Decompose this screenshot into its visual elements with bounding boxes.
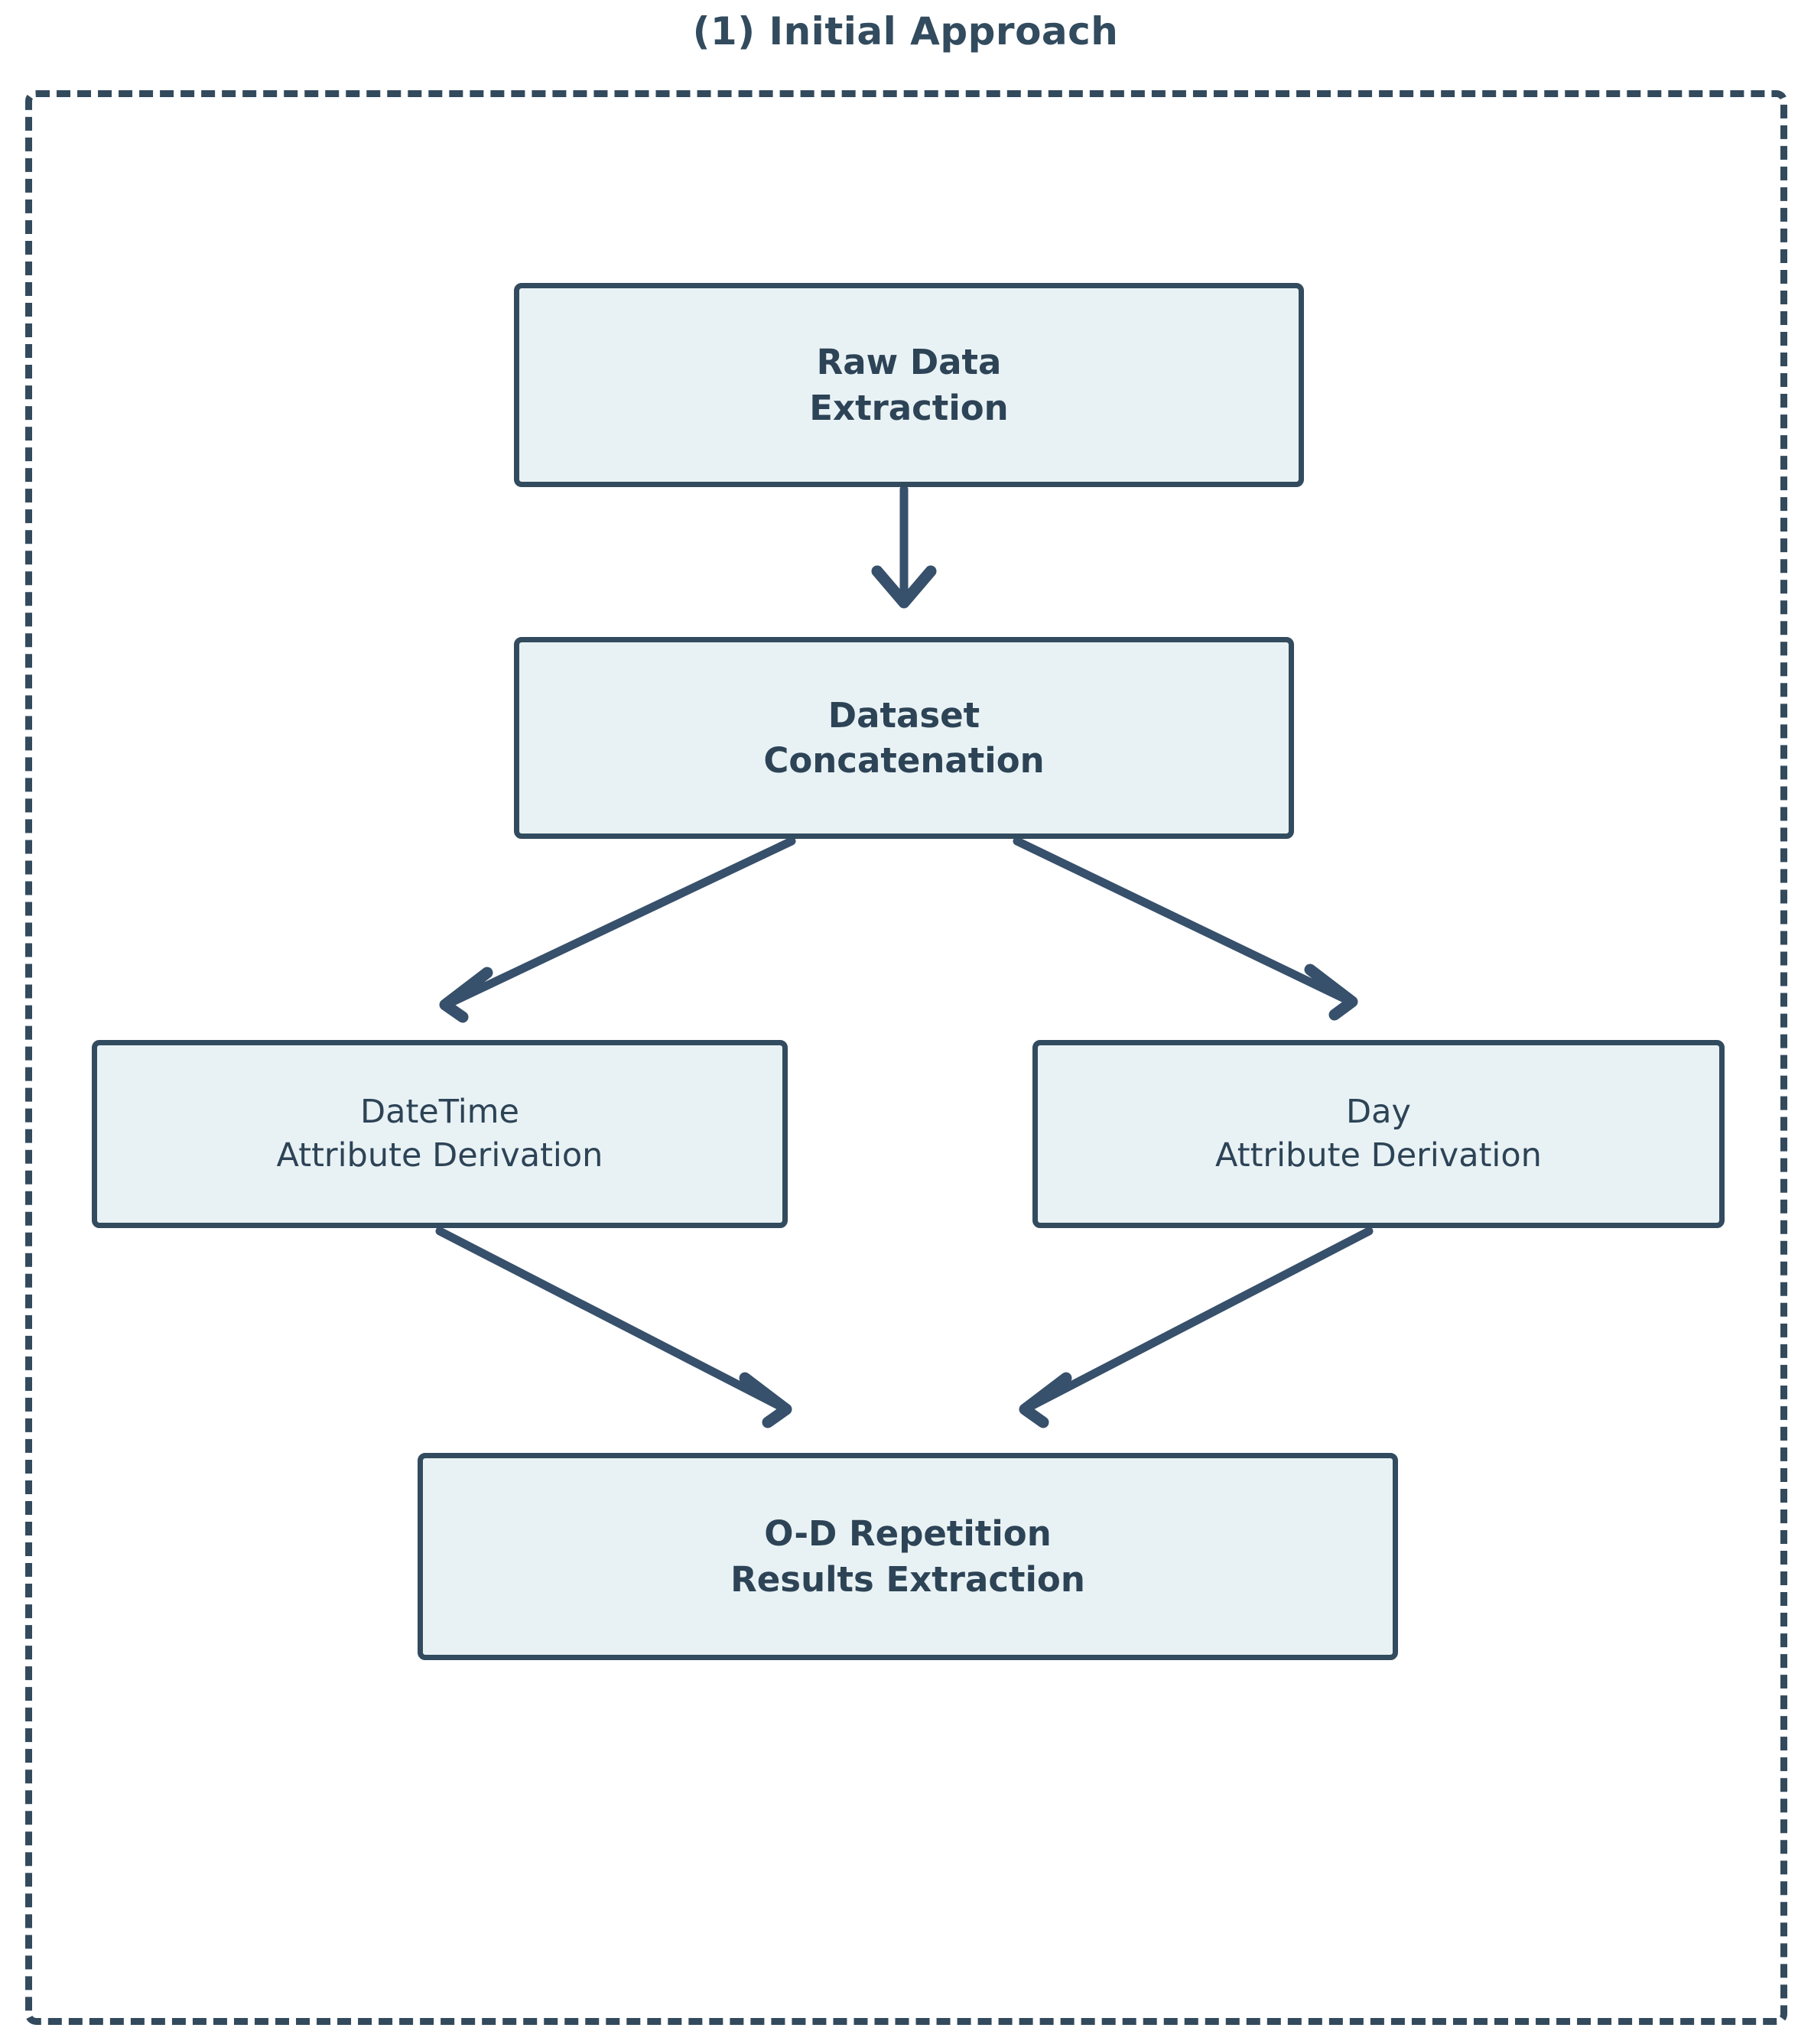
- node-day-attribute-derivation[interactable]: Day Attribute Derivation: [1032, 1040, 1725, 1228]
- node-od-repetition-results-extraction[interactable]: O-D Repetition Results Extraction: [418, 1453, 1398, 1660]
- page-title: (1) Initial Approach: [692, 9, 1119, 54]
- node-datetime-attribute-derivation[interactable]: DateTime Attribute Derivation: [92, 1040, 788, 1228]
- initial-approach-container: [25, 90, 1787, 2025]
- node-dataset-concatenation[interactable]: Dataset Concatenation: [514, 637, 1294, 839]
- node-raw-data-extraction[interactable]: Raw Data Extraction: [514, 283, 1304, 487]
